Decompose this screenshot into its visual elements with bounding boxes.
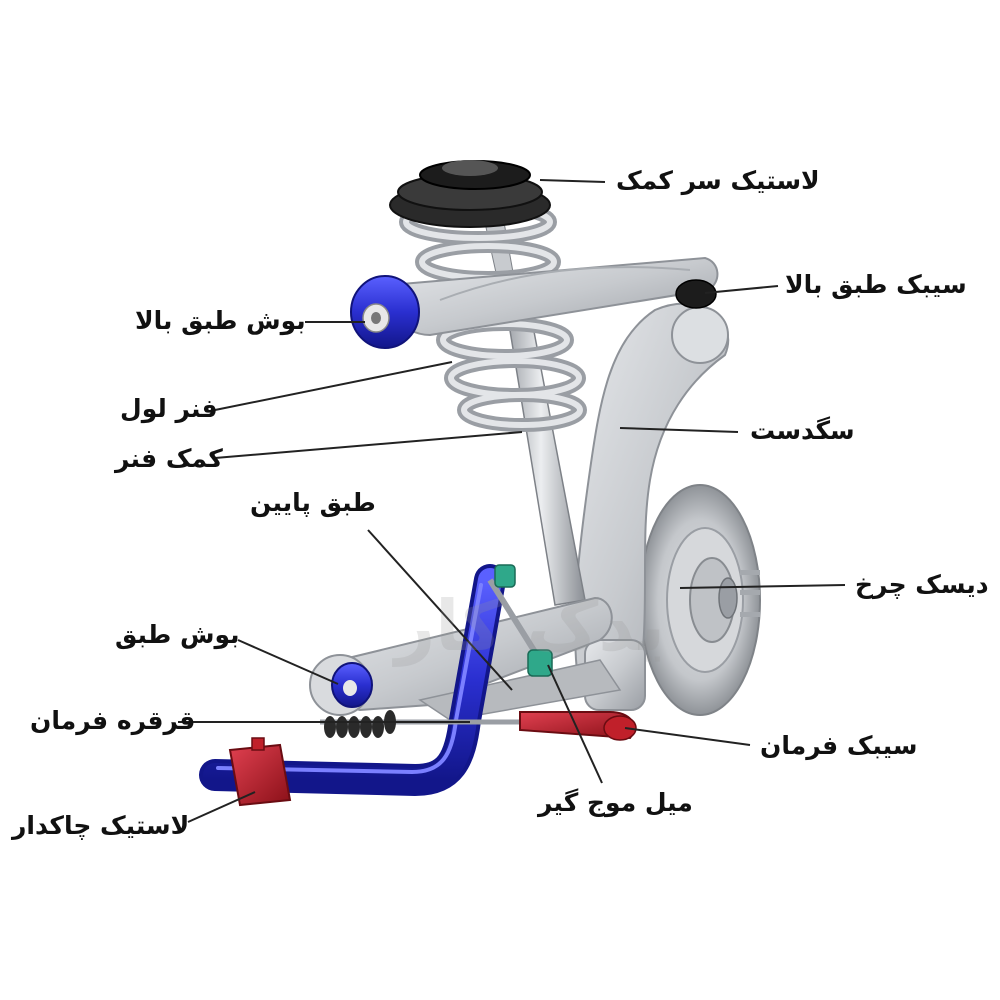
brake-disc-shape: [639, 484, 761, 716]
label-upper-ball-joint: سیبک طبق بالا: [785, 270, 967, 299]
watermark-text: یدک کار: [395, 585, 666, 667]
leader-lines: [178, 179, 846, 823]
leader-strut-top-mount: [539, 179, 606, 183]
label-arm-bushing: بوش طبق: [115, 620, 240, 649]
leader-coil-spring: [214, 361, 453, 411]
leader-stabilizer-bushing: [187, 791, 256, 823]
label-steering-rack: قرقره فرمان: [30, 706, 196, 735]
leader-brake-disc: [679, 584, 846, 589]
leader-lower-arm: [367, 529, 513, 691]
coil-spring-shape: [399, 199, 587, 432]
leader-stabilizer-link: [547, 664, 603, 784]
label-shock-absorber: کمک فنر: [115, 444, 223, 473]
label-tie-rod-end: سیبک فرمان: [760, 731, 918, 760]
label-strut-top-mount: لاستیک سر کمک: [616, 166, 820, 195]
leader-tie-rod-end: [624, 727, 751, 746]
strut-top-mount-shape: [389, 160, 551, 228]
label-upper-arm-bushing: بوش طبق بالا: [135, 306, 306, 335]
upper-ball-joint-shape: [675, 279, 717, 309]
label-stabilizer-link: میل موج گیر: [538, 788, 693, 817]
label-lower-arm: طبق پایین: [250, 488, 376, 517]
label-brake-disc: دیسک چرخ: [855, 570, 989, 599]
stabilizer-link-shape: [487, 564, 553, 677]
tie-rod-end-shape: [519, 711, 637, 741]
leader-shock-absorber: [214, 431, 523, 459]
leader-steering-knuckle: [619, 427, 739, 433]
label-stabilizer-bushing: لاستیک چاکدار: [12, 811, 190, 840]
leader-upper-ball-joint: [704, 285, 779, 294]
leader-arm-bushing: [237, 639, 339, 685]
label-coil-spring: فنر لول: [120, 394, 218, 423]
upper-arm-bushing-shape: [350, 275, 420, 349]
label-steering-knuckle: سگدست: [750, 416, 855, 445]
arm-bushing-shape: [309, 654, 373, 716]
stabilizer-bushing-shape: [228, 737, 292, 807]
